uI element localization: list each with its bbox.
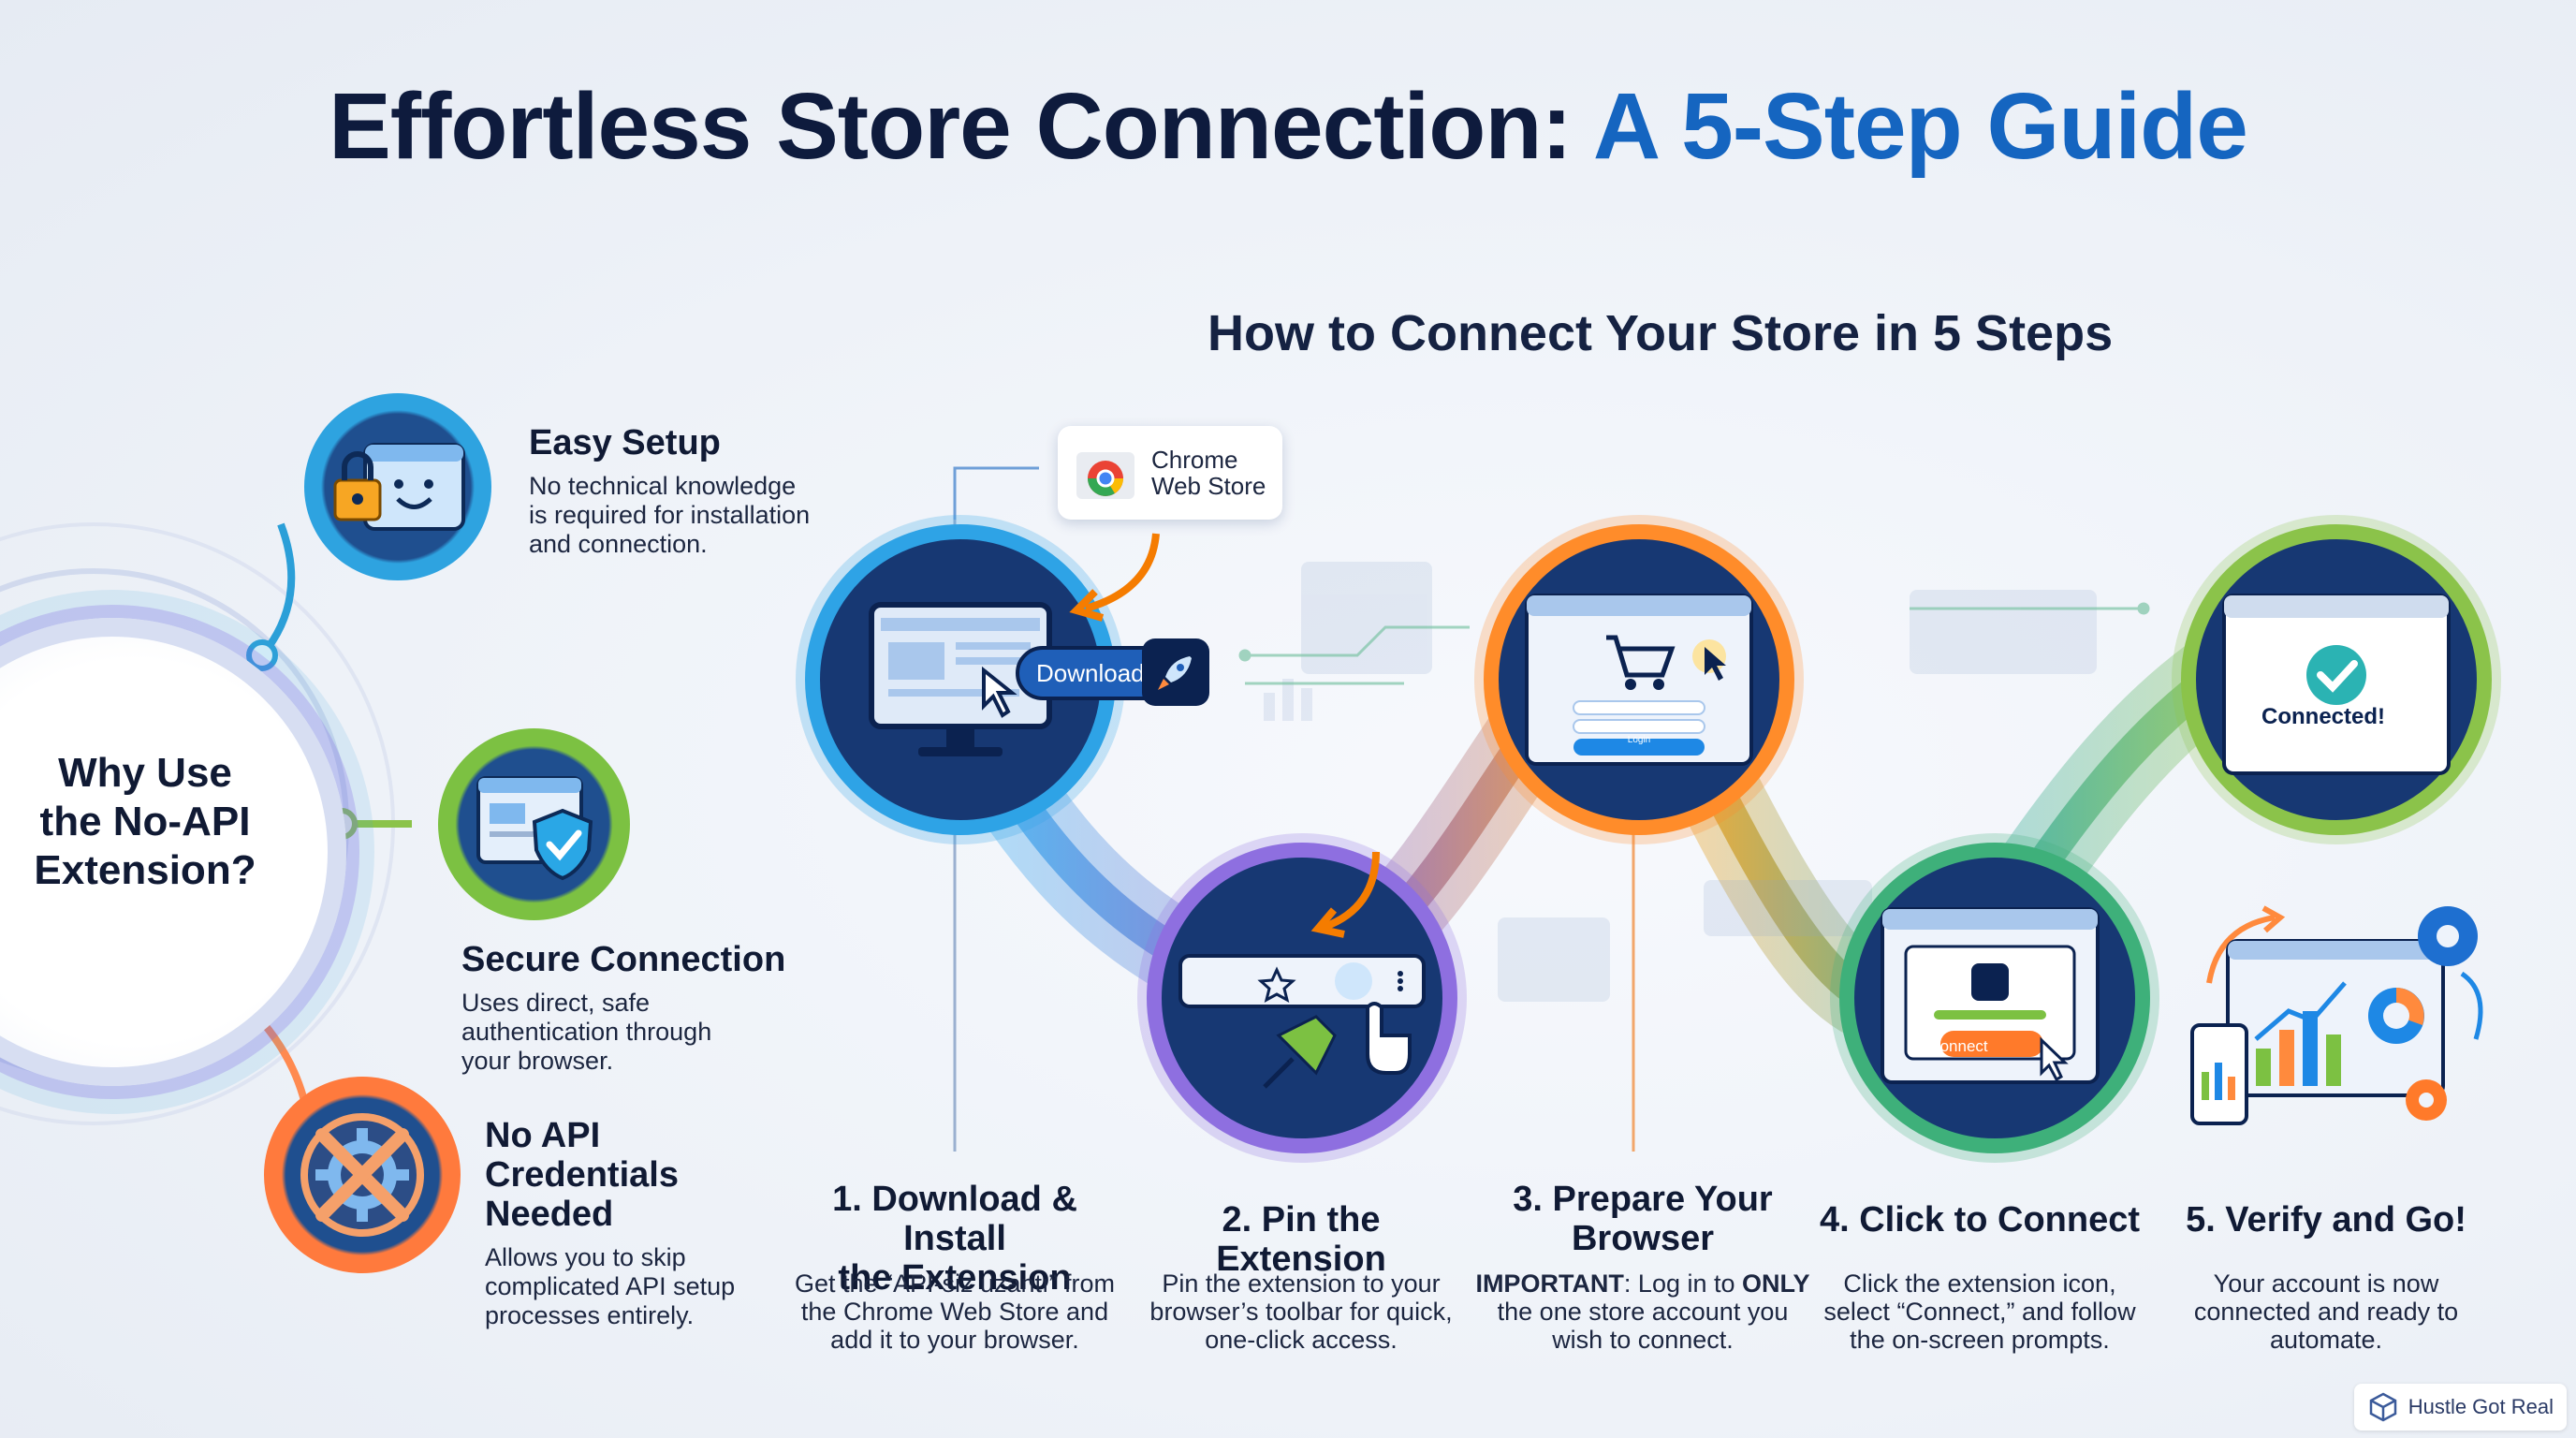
step-title-line: 2. Pin the Extension — [1216, 1200, 1386, 1279]
benefit-desc-line: is required for installation — [529, 501, 811, 529]
step-4-title: 4. Click to Connect — [1811, 1200, 2148, 1240]
no-api-badge — [264, 1077, 461, 1273]
step-desc-line: automate. — [2269, 1326, 2383, 1354]
rocket-icon — [1142, 638, 1209, 706]
watermark-text: Hustle Got Real — [2408, 1395, 2554, 1418]
step-3-circle — [1484, 524, 1794, 835]
important-label: IMPORTANT — [1475, 1269, 1624, 1298]
page-title: Effortless Store Connection: A 5-Step Gu… — [0, 73, 2576, 181]
step-desc-line: select “Connect,” and follow — [1823, 1298, 2136, 1326]
step-2-title: 2. Pin the Extension — [1133, 1200, 1470, 1279]
step-desc-line: browser’s toolbar for quick, — [1149, 1298, 1453, 1326]
step-desc-line: connected and ready to — [2193, 1298, 2459, 1326]
step-5-desc: Your account is now connected and ready … — [2167, 1269, 2485, 1354]
benefit-title-line: Needed — [485, 1195, 614, 1234]
step-desc-line: the on-screen prompts. — [1850, 1326, 2110, 1354]
only-label: ONLY — [1742, 1269, 1810, 1298]
chrome-web-store-card[interactable]: Chrome Web Store — [1058, 426, 1282, 520]
lock-browser-icon — [333, 443, 465, 531]
easy-setup-badge — [304, 393, 491, 580]
benefit-desc-line: No technical knowledge — [529, 472, 797, 500]
benefit-desc-line: and connection. — [529, 530, 708, 558]
benefit-desc-no-api: Allows you to skip complicated API setup… — [485, 1243, 735, 1330]
hub-line-2: the No-API — [39, 799, 251, 844]
download-arrow-icon — [1069, 533, 1160, 622]
shield-check-icon — [476, 775, 593, 880]
chrome-store-icon — [1076, 452, 1134, 499]
watermark-badge[interactable]: Hustle Got Real — [2353, 1384, 2567, 1431]
step-3-desc: IMPORTANT: Log in to ONLY the one store … — [1465, 1269, 1821, 1354]
title-accent: A 5-Step Guide — [1592, 74, 2248, 179]
step-desc-line: the Chrome Web Store and — [800, 1298, 1109, 1326]
benefit-title-no-api: No API Credentials Needed — [485, 1116, 679, 1234]
benefit-title-secure-connection: Secure Connection — [461, 940, 786, 979]
secure-connection-badge — [438, 728, 630, 920]
pin-arrow-icon — [1310, 851, 1380, 938]
benefit-desc-line: processes entirely. — [485, 1301, 695, 1329]
benefit-title-line: Credentials — [485, 1155, 679, 1195]
hub-line-3: Extension? — [34, 847, 256, 893]
step-desc-line: wish to connect. — [1552, 1326, 1734, 1354]
benefit-desc-line: Allows you to skip — [485, 1243, 686, 1271]
connect-window-icon — [1881, 907, 2100, 1084]
step-title-line: 5. Verify and Go! — [2186, 1200, 2466, 1240]
analytics-dashboard-icon — [2190, 905, 2483, 1125]
cube-logo-icon — [2369, 1392, 2396, 1422]
step-5-circle — [2181, 524, 2492, 835]
step-3-title: 3. Prepare Your Browser — [1474, 1180, 1811, 1258]
step-title-line: 3. Prepare Your — [1513, 1180, 1773, 1219]
pin-toolbar-icon — [1178, 954, 1426, 1089]
step-desc-fragment: : Log in to — [1623, 1269, 1743, 1298]
step-desc-line: the one store account you — [1497, 1298, 1789, 1326]
download-label: Download — [1036, 658, 1145, 687]
desktop-monitor-icon — [869, 602, 1052, 756]
connect-button-label: Connect — [1928, 1037, 1988, 1055]
step-title-line: the Extension — [838, 1258, 1072, 1298]
step-desc-line: Get the “API-siz uzantı” from — [794, 1269, 1116, 1298]
chrome-store-label: Chrome Web Store — [1151, 447, 1266, 499]
chrome-store-line-1: Chrome — [1151, 446, 1238, 474]
login-window-icon — [1525, 594, 1753, 766]
title-main: Effortless Store Connection: — [329, 74, 1593, 179]
step-desc-line: Click the extension icon, — [1843, 1269, 2116, 1298]
benefit-title-easy-setup: Easy Setup — [529, 423, 721, 462]
hub-line-1: Why Use — [58, 750, 232, 796]
login-button-label: Login — [1627, 735, 1651, 745]
step-title-line: 1. Download & Install — [832, 1180, 1077, 1258]
steps-heading: How to Connect Your Store in 5 Steps — [1208, 305, 2114, 361]
benefit-desc-easy-setup: No technical knowledge is required for i… — [529, 472, 810, 559]
benefit-desc-line: your browser. — [461, 1047, 614, 1075]
connected-window-icon — [2222, 594, 2451, 775]
step-desc-line: add it to your browser. — [830, 1326, 1079, 1354]
step-5-title: 5. Verify and Go! — [2167, 1200, 2485, 1240]
hub-title: Why Use the No-API Extension? — [19, 749, 271, 895]
connected-label: Connected! — [2261, 704, 2385, 729]
step-1-desc: Get the “API-siz uzantı” from the Chrome… — [777, 1269, 1133, 1354]
step-desc-line: Your account is now — [2213, 1269, 2439, 1298]
benefit-title-line: No API — [485, 1116, 601, 1155]
benefit-desc-line: Uses direct, safe — [461, 989, 651, 1017]
step-title-line: Browser — [1571, 1219, 1715, 1258]
step-3-desc-line-1: IMPORTANT: Log in to ONLY — [1465, 1269, 1821, 1298]
step-desc-line: Pin the extension to your — [1162, 1269, 1441, 1298]
step-4-desc: Click the extension icon, select “Connec… — [1811, 1269, 2148, 1354]
step-title-line: 4. Click to Connect — [1819, 1200, 2141, 1240]
step-4-circle — [1839, 843, 2150, 1153]
chrome-store-line-2: Web Store — [1151, 472, 1266, 500]
step-desc-line: one-click access. — [1205, 1326, 1398, 1354]
benefit-desc-line: complicated API setup — [485, 1272, 736, 1300]
no-gear-icon — [300, 1113, 424, 1237]
benefit-desc-line: authentication through — [461, 1018, 712, 1046]
step-1-title: 1. Download & Install the Extension — [777, 1180, 1133, 1298]
step-2-desc: Pin the extension to your browser’s tool… — [1133, 1269, 1470, 1354]
benefit-desc-secure-connection: Uses direct, safe authentication through… — [461, 989, 711, 1076]
